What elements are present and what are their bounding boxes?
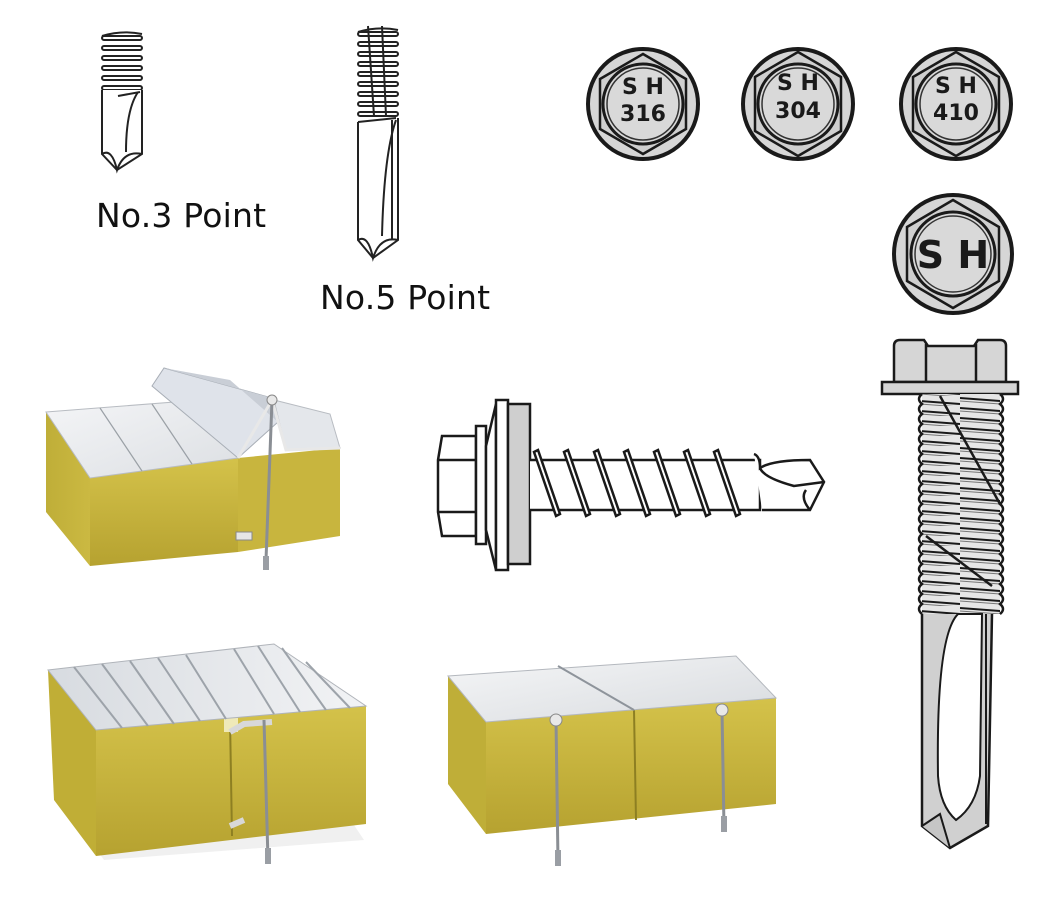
- ridge-roof-panel-illustration: [40, 360, 360, 576]
- svg-text:410: 410: [933, 101, 979, 126]
- no5-point-label: No.5 Point: [320, 278, 491, 317]
- head-marking-304: S H 304: [740, 46, 856, 162]
- head-marking-410: S H 410: [898, 46, 1014, 162]
- flat-panel-illustration: [446, 655, 786, 868]
- tall-screw-illustration: [880, 336, 1030, 856]
- no3-point-label: No.3 Point: [96, 196, 267, 235]
- svg-text:S H: S H: [622, 75, 664, 100]
- svg-text:304: 304: [775, 99, 821, 124]
- svg-text:S H: S H: [935, 74, 977, 99]
- drill-point-3-illustration: [96, 22, 146, 174]
- svg-text:S H: S H: [777, 71, 819, 96]
- head-marking-sh: S H: [891, 192, 1015, 316]
- svg-text:S H: S H: [917, 233, 989, 277]
- svg-text:316: 316: [620, 102, 666, 127]
- screw-with-washer-illustration: [434, 398, 826, 578]
- drill-point-5-illustration: [352, 24, 402, 264]
- head-marking-316: S H 316: [585, 46, 701, 162]
- corrugated-panel-illustration: [44, 640, 368, 868]
